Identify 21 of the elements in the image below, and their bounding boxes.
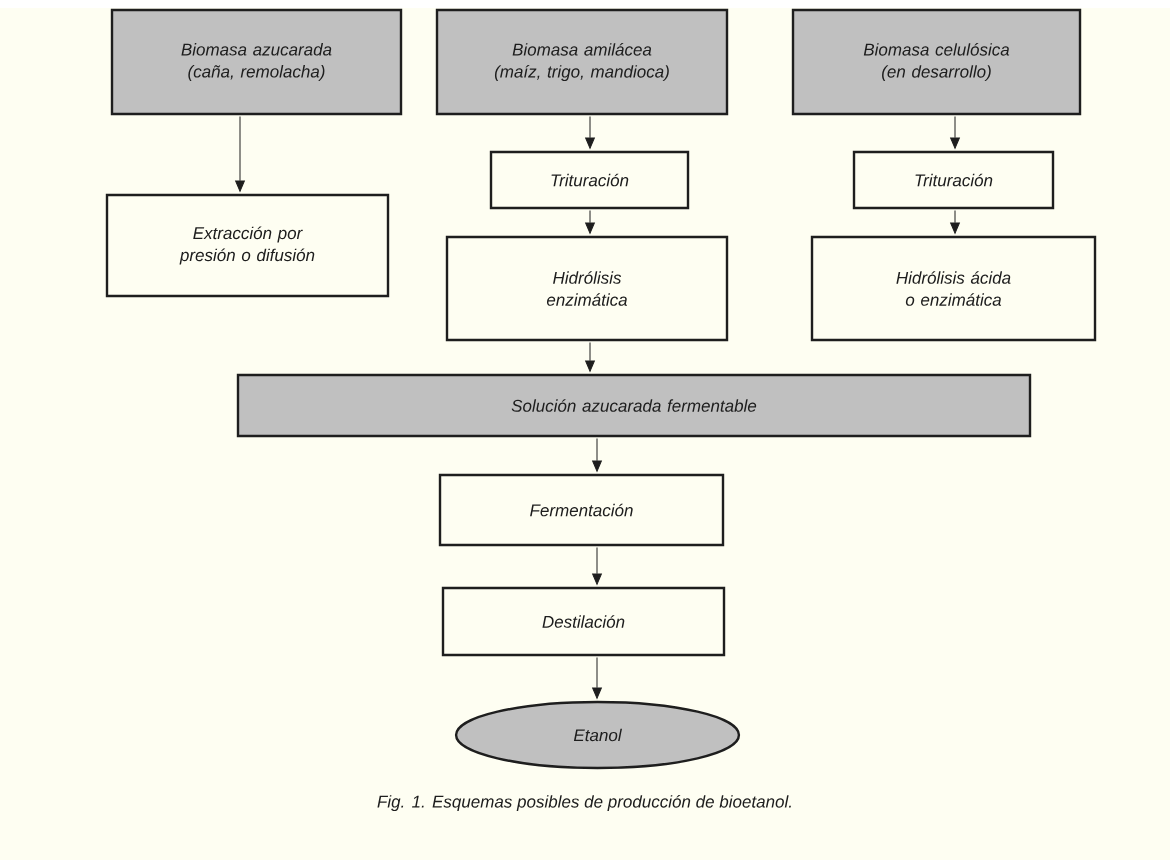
process-box: Biomasa azucarada (caña, remolacha) — [110, 8, 403, 116]
arrow — [592, 547, 602, 585]
arrow — [950, 116, 960, 149]
process-box: Solución azucarada fermentable — [236, 373, 1032, 438]
process-box: Fermentación — [438, 473, 725, 547]
process-box: Biomasa amilácea (maíz, trigo, mandioca) — [435, 8, 729, 116]
arrow — [585, 342, 595, 372]
process-box: Biomasa celulósica (en desarrollo) — [791, 8, 1082, 116]
process-box: Hidrólisis enzimática — [445, 235, 729, 342]
process-box: Hidrólisis ácida o enzimática — [810, 235, 1097, 342]
arrow — [585, 210, 595, 234]
process-box: Destilación — [441, 586, 726, 657]
arrow — [592, 657, 602, 699]
arrow — [235, 116, 245, 192]
process-box: Trituración — [852, 150, 1055, 210]
process-box: Trituración — [489, 150, 690, 210]
process-box: Extracción por presión o difusión — [105, 193, 390, 298]
caption: Fig. 1. Esquemas posibles de producción de bioetanol. — [377, 795, 791, 812]
arrow — [585, 116, 595, 149]
arrow — [950, 210, 960, 234]
arrow — [592, 438, 602, 472]
